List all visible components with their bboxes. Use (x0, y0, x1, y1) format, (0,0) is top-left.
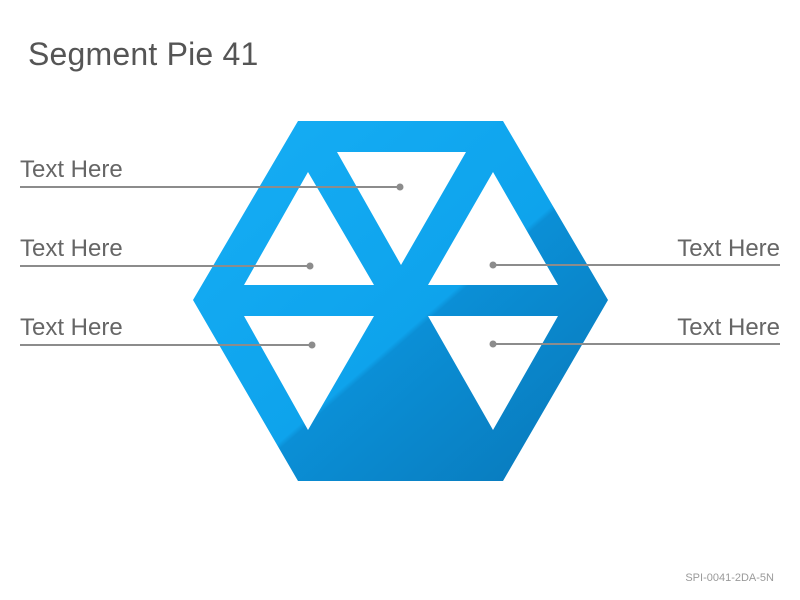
callout-mid-left-leader (20, 262, 314, 270)
callout-bottom-left-leader (20, 341, 316, 349)
slide-code: SPI-0041-2DA-5N (685, 572, 774, 584)
callout-label-bottom-left: Text Here (20, 314, 123, 341)
hexagon-frame (193, 121, 608, 481)
callout-mid-right-leader (489, 261, 780, 269)
callout-label-bottom-right: Text Here (677, 314, 780, 341)
callout-label-mid-right: Text Here (677, 235, 780, 262)
callout-top-left-leader (20, 183, 404, 191)
callout-label-top-left: Text Here (20, 156, 123, 183)
page-title: Segment Pie 41 (28, 36, 259, 72)
callout-label-mid-left: Text Here (20, 235, 123, 262)
callout-bottom-right-leader (489, 340, 780, 348)
